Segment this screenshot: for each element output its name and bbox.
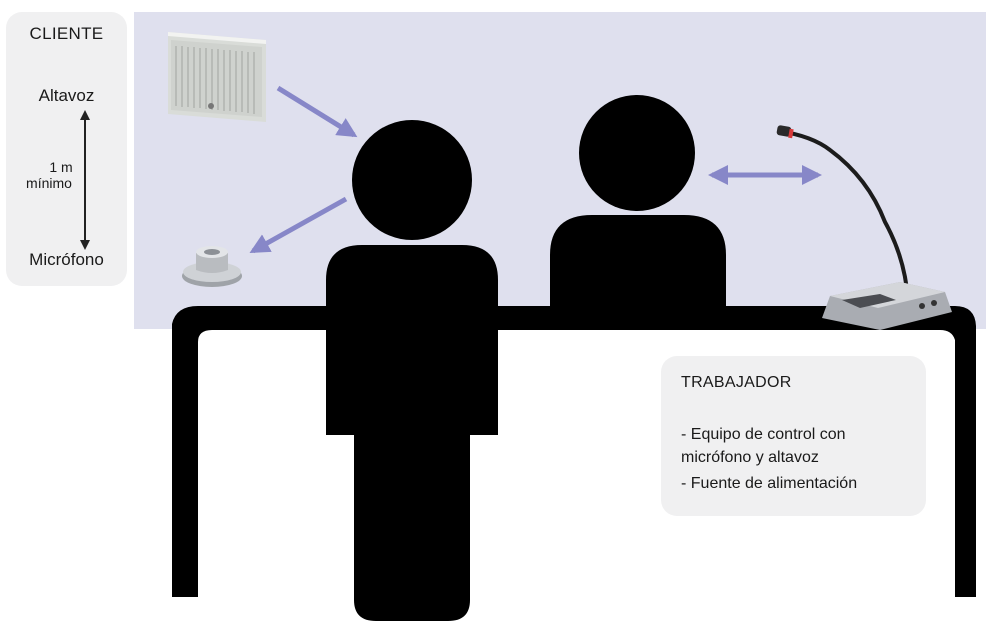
client-legend: CLIENTE Altavoz 1 m mínimo Micrófono bbox=[6, 12, 127, 286]
distance-value: 1 m bbox=[49, 159, 73, 175]
client-to-microphone-arrow bbox=[249, 196, 348, 254]
client-silhouette bbox=[326, 120, 498, 621]
worker-silhouette bbox=[550, 95, 726, 306]
distance-qualifier: mínimo bbox=[26, 175, 72, 191]
worker-legend: TRABAJADOR - Equipo de control con micró… bbox=[661, 356, 926, 516]
gooseneck-microphone-base-icon bbox=[776, 125, 952, 330]
speaker-label: Altavoz bbox=[38, 86, 95, 105]
worker-equipment-line: micrófono y altavoz bbox=[681, 449, 819, 466]
distance-arrow bbox=[80, 110, 90, 250]
client-title: CLIENTE bbox=[29, 24, 104, 43]
worker-equipment-line: - Equipo de control con bbox=[681, 426, 846, 443]
speaker-to-client-arrow bbox=[276, 85, 358, 138]
ceiling-microphone-icon bbox=[182, 246, 242, 287]
microphone-label: Micrófono bbox=[29, 250, 104, 269]
wall-speaker-icon bbox=[168, 32, 266, 122]
worker-title: TRABAJADOR bbox=[681, 374, 792, 391]
worker-power-line: - Fuente de alimentación bbox=[681, 475, 858, 492]
